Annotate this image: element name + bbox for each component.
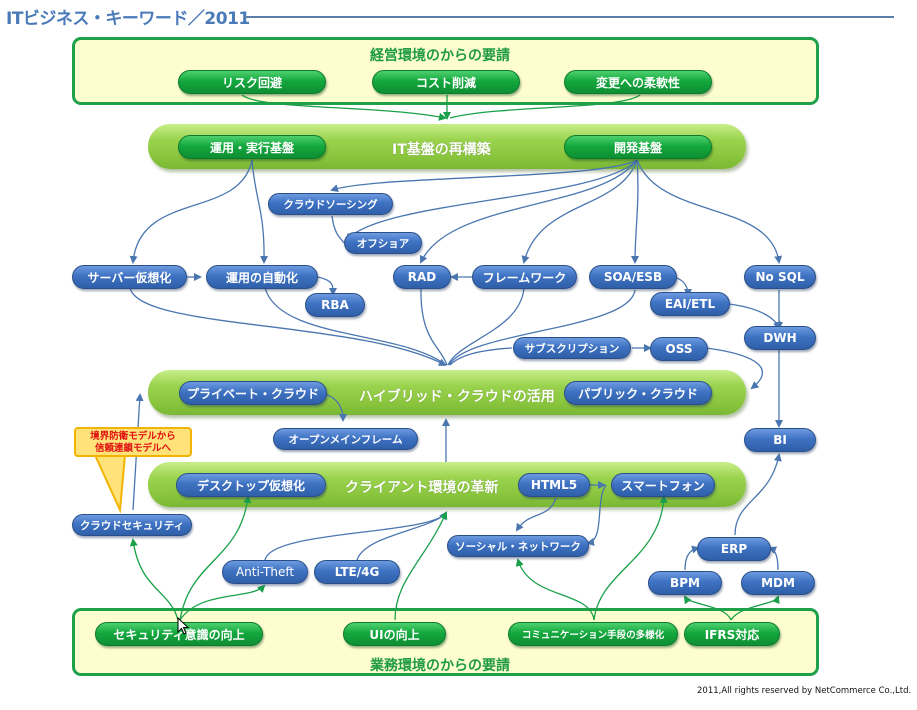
callout-line-1: 境界防衛モデルから	[90, 431, 176, 442]
html5-pill[interactable]: HTML5	[518, 473, 590, 497]
client-environment-title: クライアント環境の革新	[345, 480, 499, 496]
oss-node[interactable]: OSS	[650, 337, 708, 361]
smartphone-pill[interactable]: スマートフォン	[611, 473, 715, 497]
rba-node[interactable]: RBA	[305, 293, 365, 317]
bi-node[interactable]: BI	[744, 428, 816, 452]
subscription-node[interactable]: サブスクリプション	[513, 337, 631, 359]
bpm-node[interactable]: BPM	[648, 571, 722, 595]
open-mainframe-node[interactable]: オープンメインフレーム	[273, 428, 418, 450]
ui-improvement-pill[interactable]: UIの向上	[343, 622, 446, 646]
callout-tail	[93, 454, 127, 514]
cloud-security-node[interactable]: クラウドセキュリティ	[72, 514, 192, 536]
eai-etl-node[interactable]: EAI/ETL	[650, 292, 730, 316]
social-network-node[interactable]: ソーシャル・ネットワーク	[447, 535, 589, 557]
public-cloud-pill[interactable]: パブリック・クラウド	[564, 381, 712, 405]
lte-4g-node[interactable]: LTE/4G	[314, 560, 400, 584]
change-flexibility-pill[interactable]: 変更への柔軟性	[564, 70, 712, 94]
management-requirements-title: 経営環境のからの要請	[370, 48, 510, 64]
offshore-node[interactable]: オフショア	[344, 232, 422, 254]
cost-reduction-pill[interactable]: コスト削減	[372, 70, 520, 94]
it-infrastructure-title: IT基盤の再構築	[392, 142, 491, 158]
copyright-text: 2011,All rights reserved by NetCommerce …	[697, 686, 912, 696]
crowdsourcing-node[interactable]: クラウドソーシング	[268, 193, 393, 215]
page-title: ITビジネス・キーワード／2011	[6, 9, 250, 29]
mouse-cursor-icon	[177, 617, 190, 635]
ifrs-pill[interactable]: IFRS対応	[684, 622, 780, 646]
nosql-node[interactable]: No SQL	[744, 265, 816, 289]
dwh-node[interactable]: DWH	[744, 326, 816, 350]
mdm-node[interactable]: MDM	[741, 571, 815, 595]
risk-avoidance-pill[interactable]: リスク回避	[178, 70, 326, 94]
operations-infra-pill[interactable]: 運用・実行基盤	[178, 135, 326, 159]
desktop-virtualization-pill[interactable]: デスクトップ仮想化	[176, 473, 326, 497]
anti-theft-node[interactable]: Anti-Theft	[222, 560, 308, 584]
communication-diversification-pill[interactable]: コミュニケーション手段の多様化	[508, 622, 678, 646]
erp-node[interactable]: ERP	[697, 537, 771, 561]
server-virtualization-node[interactable]: サーバー仮想化	[72, 265, 187, 289]
title-rule-divider	[244, 16, 894, 18]
development-infra-pill[interactable]: 開発基盤	[564, 135, 712, 159]
callout-line-2: 信頼連鎖モデルへ	[94, 443, 171, 454]
rad-node[interactable]: RAD	[393, 265, 451, 289]
private-cloud-pill[interactable]: プライベート・クラウド	[179, 381, 327, 405]
soa-esb-node[interactable]: SOA/ESB	[589, 265, 677, 289]
security-model-callout: 境界防衛モデルから 信頼連鎖モデルへ	[74, 427, 192, 457]
ops-automation-node[interactable]: 運用の自動化	[206, 265, 318, 289]
hybrid-cloud-title: ハイブリッド・クラウドの活用	[359, 389, 555, 405]
framework-node[interactable]: フレームワーク	[472, 265, 577, 289]
business-requirements-title: 業務環境のからの要請	[370, 658, 510, 674]
